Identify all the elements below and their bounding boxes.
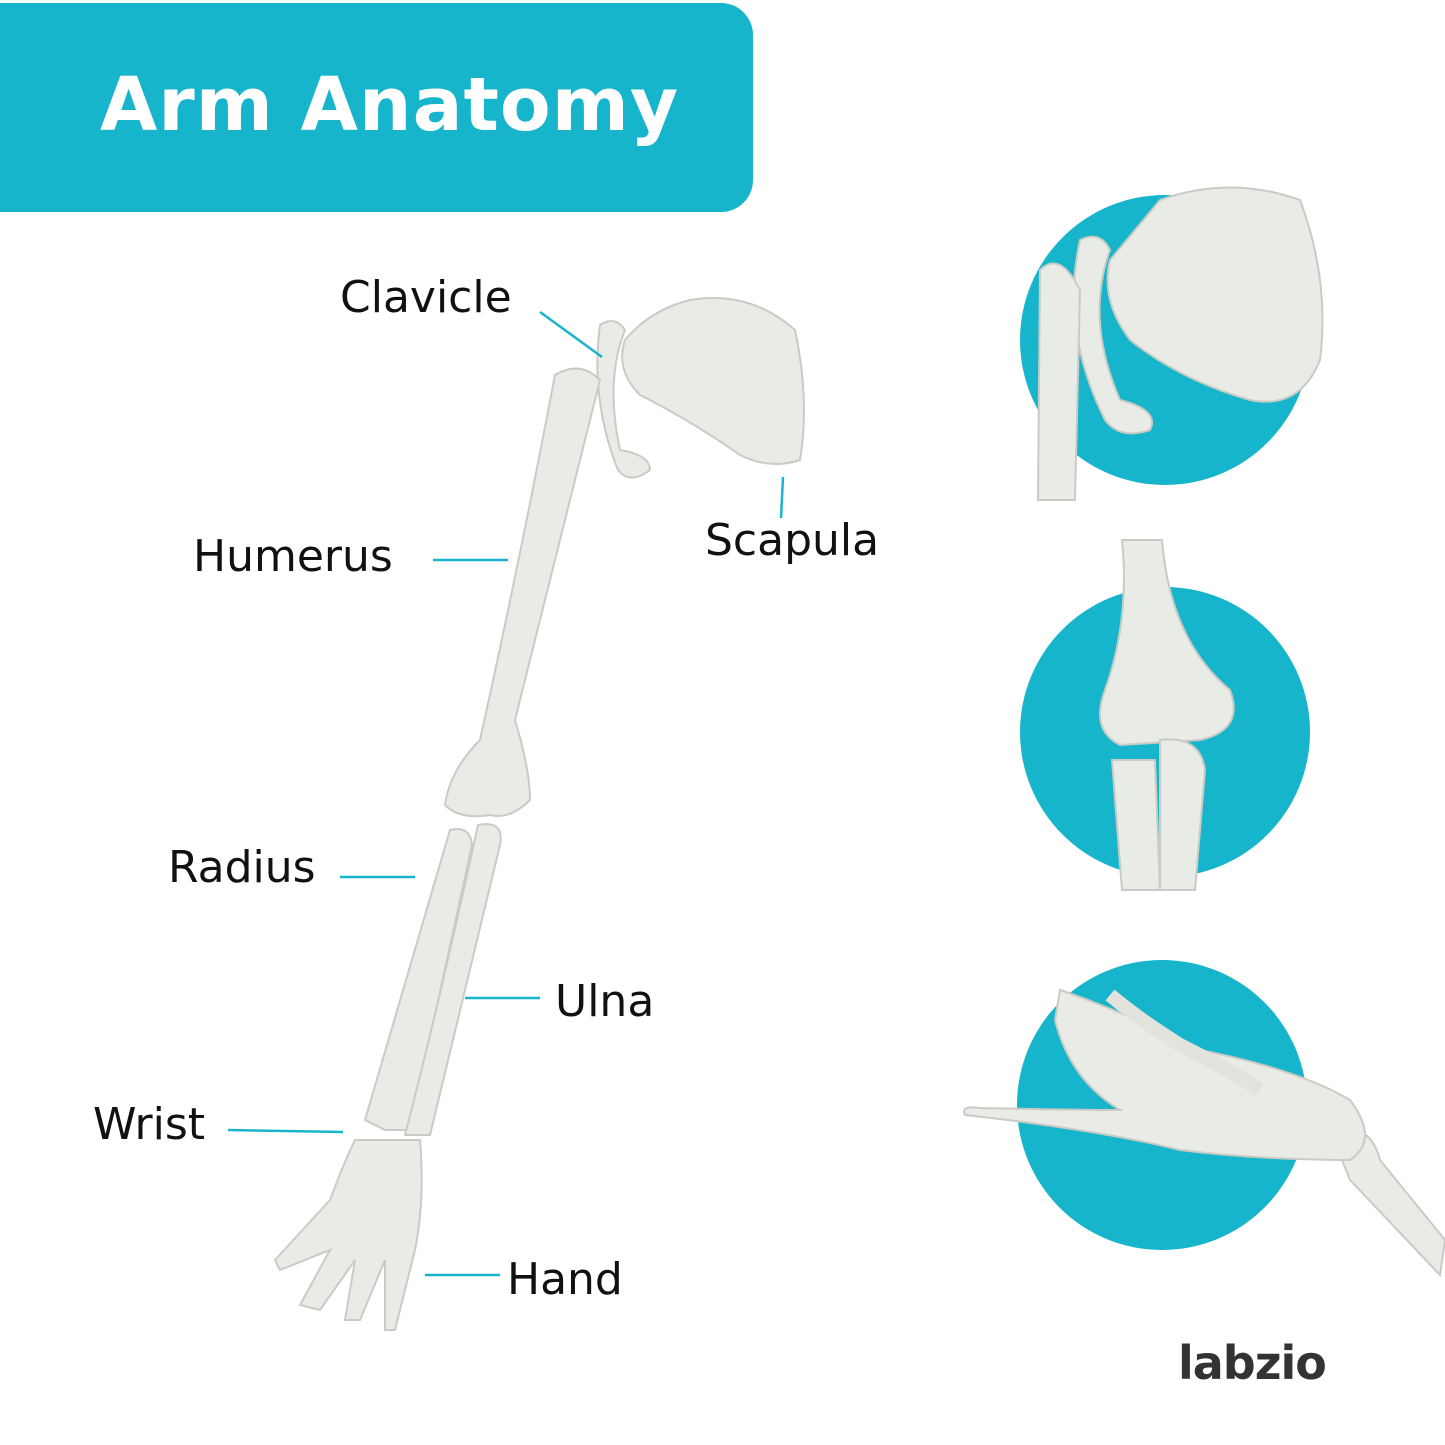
label-humerus: Humerus [193, 531, 393, 582]
shoulder-detail-humerus [1036, 262, 1082, 501]
label-wrist: Wrist [93, 1099, 206, 1150]
elbow-detail-humerus [1099, 539, 1235, 747]
label-radius: Radius [168, 842, 316, 893]
label-hand: Hand [507, 1254, 623, 1305]
page-title: Arm Anatomy [100, 62, 680, 148]
elbow-detail-radius [1110, 759, 1162, 891]
ulna-bone [403, 823, 502, 1136]
label-clavicle: Clavicle [340, 272, 512, 323]
shoulder-detail-scapula [1106, 186, 1324, 403]
hand-detail-finger2 [1105, 989, 1264, 1096]
title-banner [0, 3, 753, 212]
radius-bone [363, 828, 474, 1131]
clavicle-leader-line [539, 310, 603, 359]
hand-detail-fingers [963, 988, 1366, 1162]
elbow-detail-ulna [1159, 738, 1207, 891]
label-scapula: Scapula [705, 515, 880, 566]
label-ulna: Ulna [555, 976, 655, 1027]
scapula-bone [621, 297, 805, 465]
scapula-leader-line [779, 476, 785, 519]
humerus-bone [443, 367, 602, 818]
hand-bones [273, 1139, 423, 1331]
wrist-leader-line [227, 1128, 344, 1134]
labzio-logo: labzio [1178, 1336, 1327, 1390]
shoulder-detail-clavicle [1072, 235, 1153, 435]
clavicle-bone [596, 320, 652, 479]
